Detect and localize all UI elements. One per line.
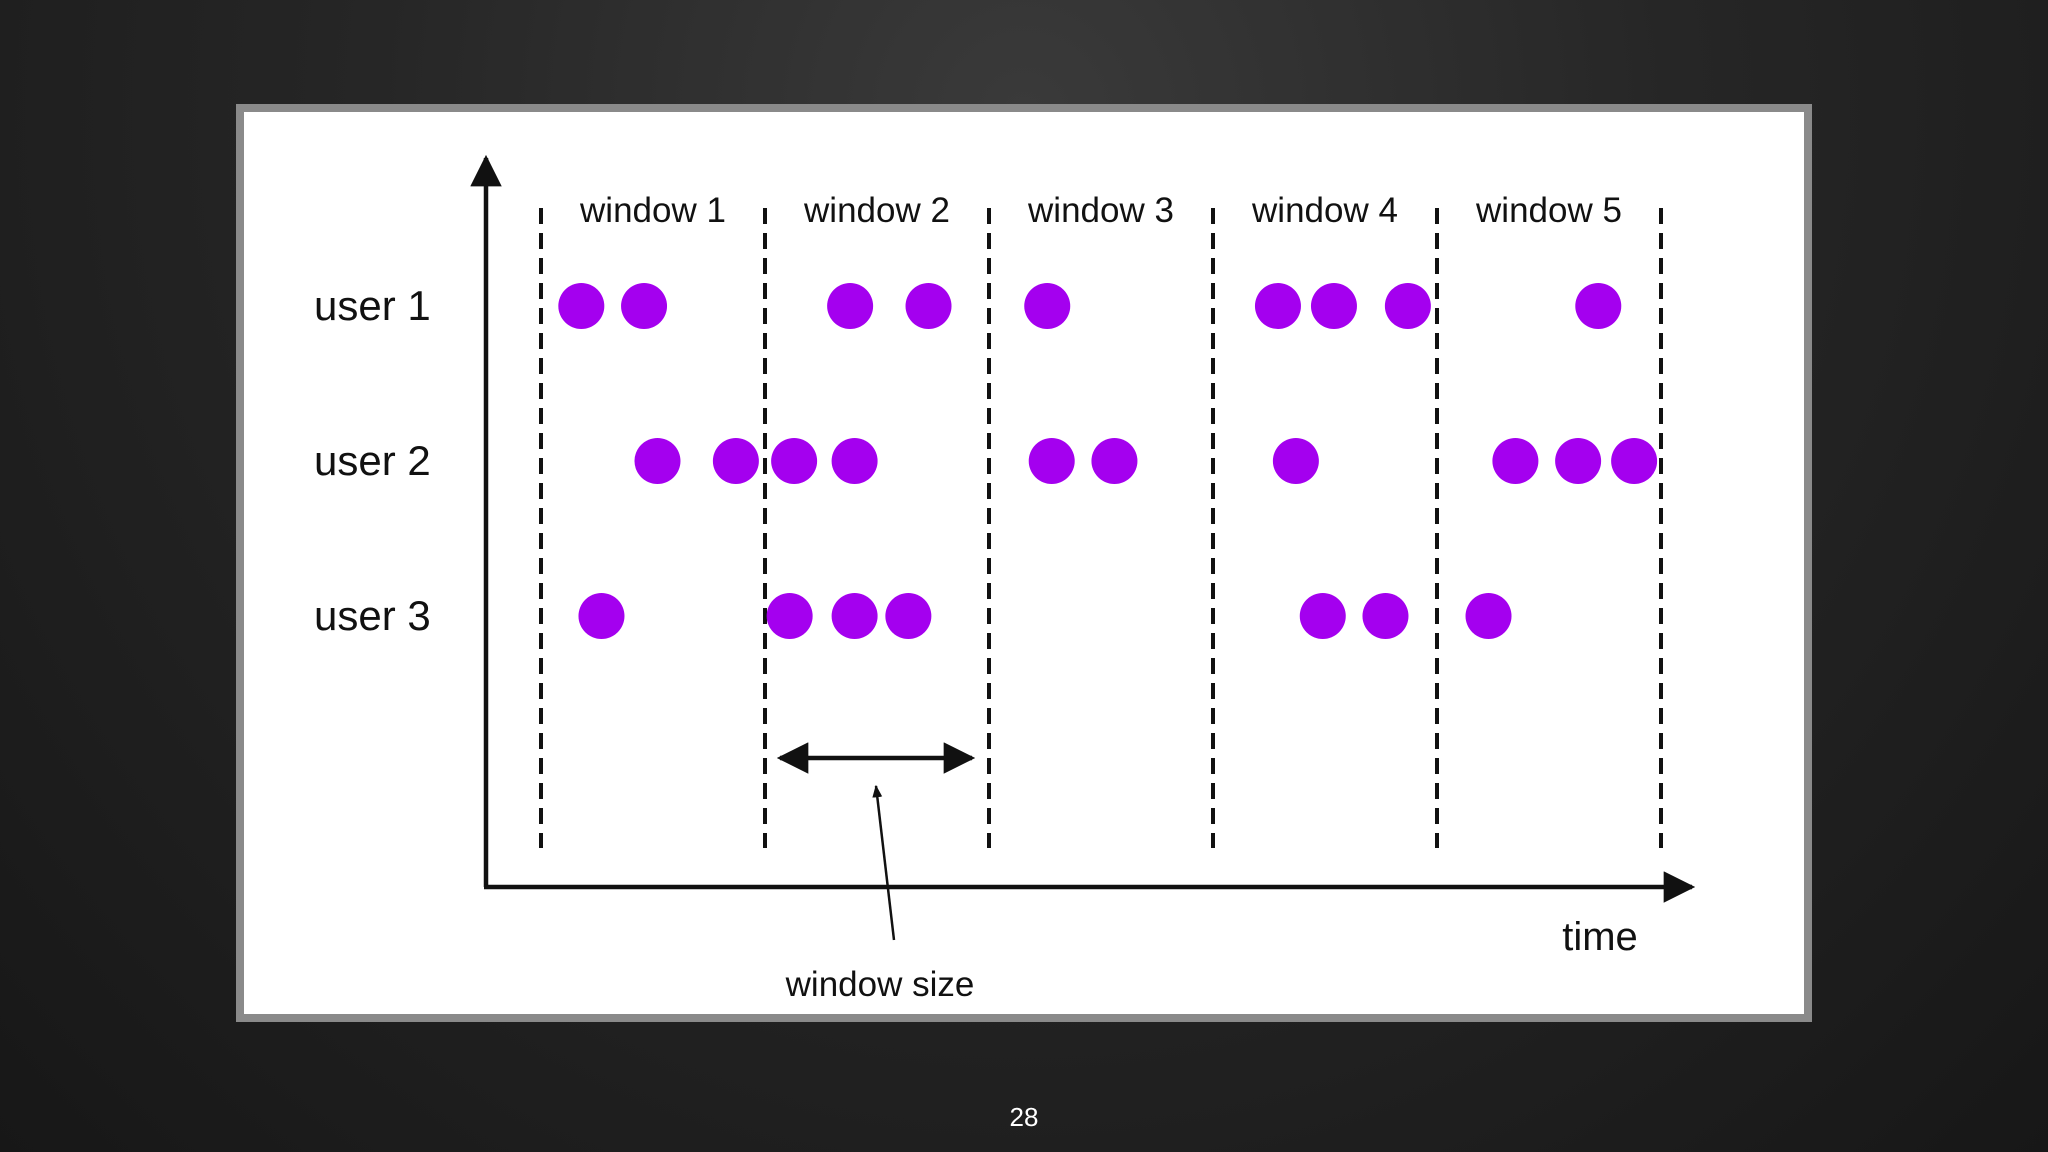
- event-dot-user1-9: [1575, 283, 1622, 329]
- event-dot-user1-6: [1254, 283, 1301, 329]
- event-dot-user1-2: [621, 283, 668, 329]
- event-dot-user2-3: [771, 438, 818, 484]
- window-labels: window 1 window 2 window 3 window 4 window 5: [579, 191, 1622, 230]
- event-dot-user1-4: [905, 283, 952, 329]
- event-dot-user2-5: [1028, 438, 1075, 484]
- event-dot-user2-1: [634, 438, 681, 484]
- event-dot-user2-8: [1492, 438, 1539, 484]
- window-label-4: window 4: [1251, 191, 1398, 230]
- event-dot-user2-9: [1555, 438, 1602, 484]
- window-label-3: window 3: [1027, 191, 1174, 230]
- window-boundaries: [539, 208, 1663, 848]
- annotation-pointer: [872, 784, 896, 941]
- event-dot-user2-7: [1272, 438, 1319, 484]
- event-dot-user3-4: [885, 593, 932, 639]
- user-label-1: user 1: [314, 282, 431, 329]
- event-dot-user3-6: [1362, 593, 1409, 639]
- event-dot-user3-1: [578, 593, 625, 639]
- event-dot-user1-5: [1024, 283, 1071, 329]
- slide-number: 28: [1009, 1102, 1039, 1132]
- event-dot-user3-3: [831, 593, 878, 639]
- event-dot-user3-2: [766, 593, 813, 639]
- diagram-frame: [236, 104, 1812, 1022]
- window-label-1: window 1: [579, 191, 726, 230]
- event-dot-user2-6: [1091, 438, 1138, 484]
- event-dot-user2-2: [712, 438, 759, 484]
- user-label-2: user 2: [314, 437, 431, 484]
- user-label-3: user 3: [314, 592, 431, 639]
- event-dot-user2-4: [831, 438, 878, 484]
- user-rows: user 1 user 2 user 3: [314, 282, 1658, 639]
- window-label-2: window 2: [803, 191, 950, 230]
- event-dot-user1-8: [1384, 283, 1431, 329]
- event-dot-user1-3: [827, 283, 874, 329]
- event-dot-user3-7: [1465, 593, 1512, 639]
- event-dot-user1-1: [558, 283, 605, 329]
- window-label-5: window 5: [1475, 191, 1622, 230]
- event-dot-user3-5: [1299, 593, 1346, 639]
- event-dot-user2-10: [1611, 438, 1658, 484]
- annotation-label: window size: [785, 965, 975, 1004]
- x-axis-label: time: [1562, 915, 1638, 959]
- event-dot-user1-7: [1310, 283, 1357, 329]
